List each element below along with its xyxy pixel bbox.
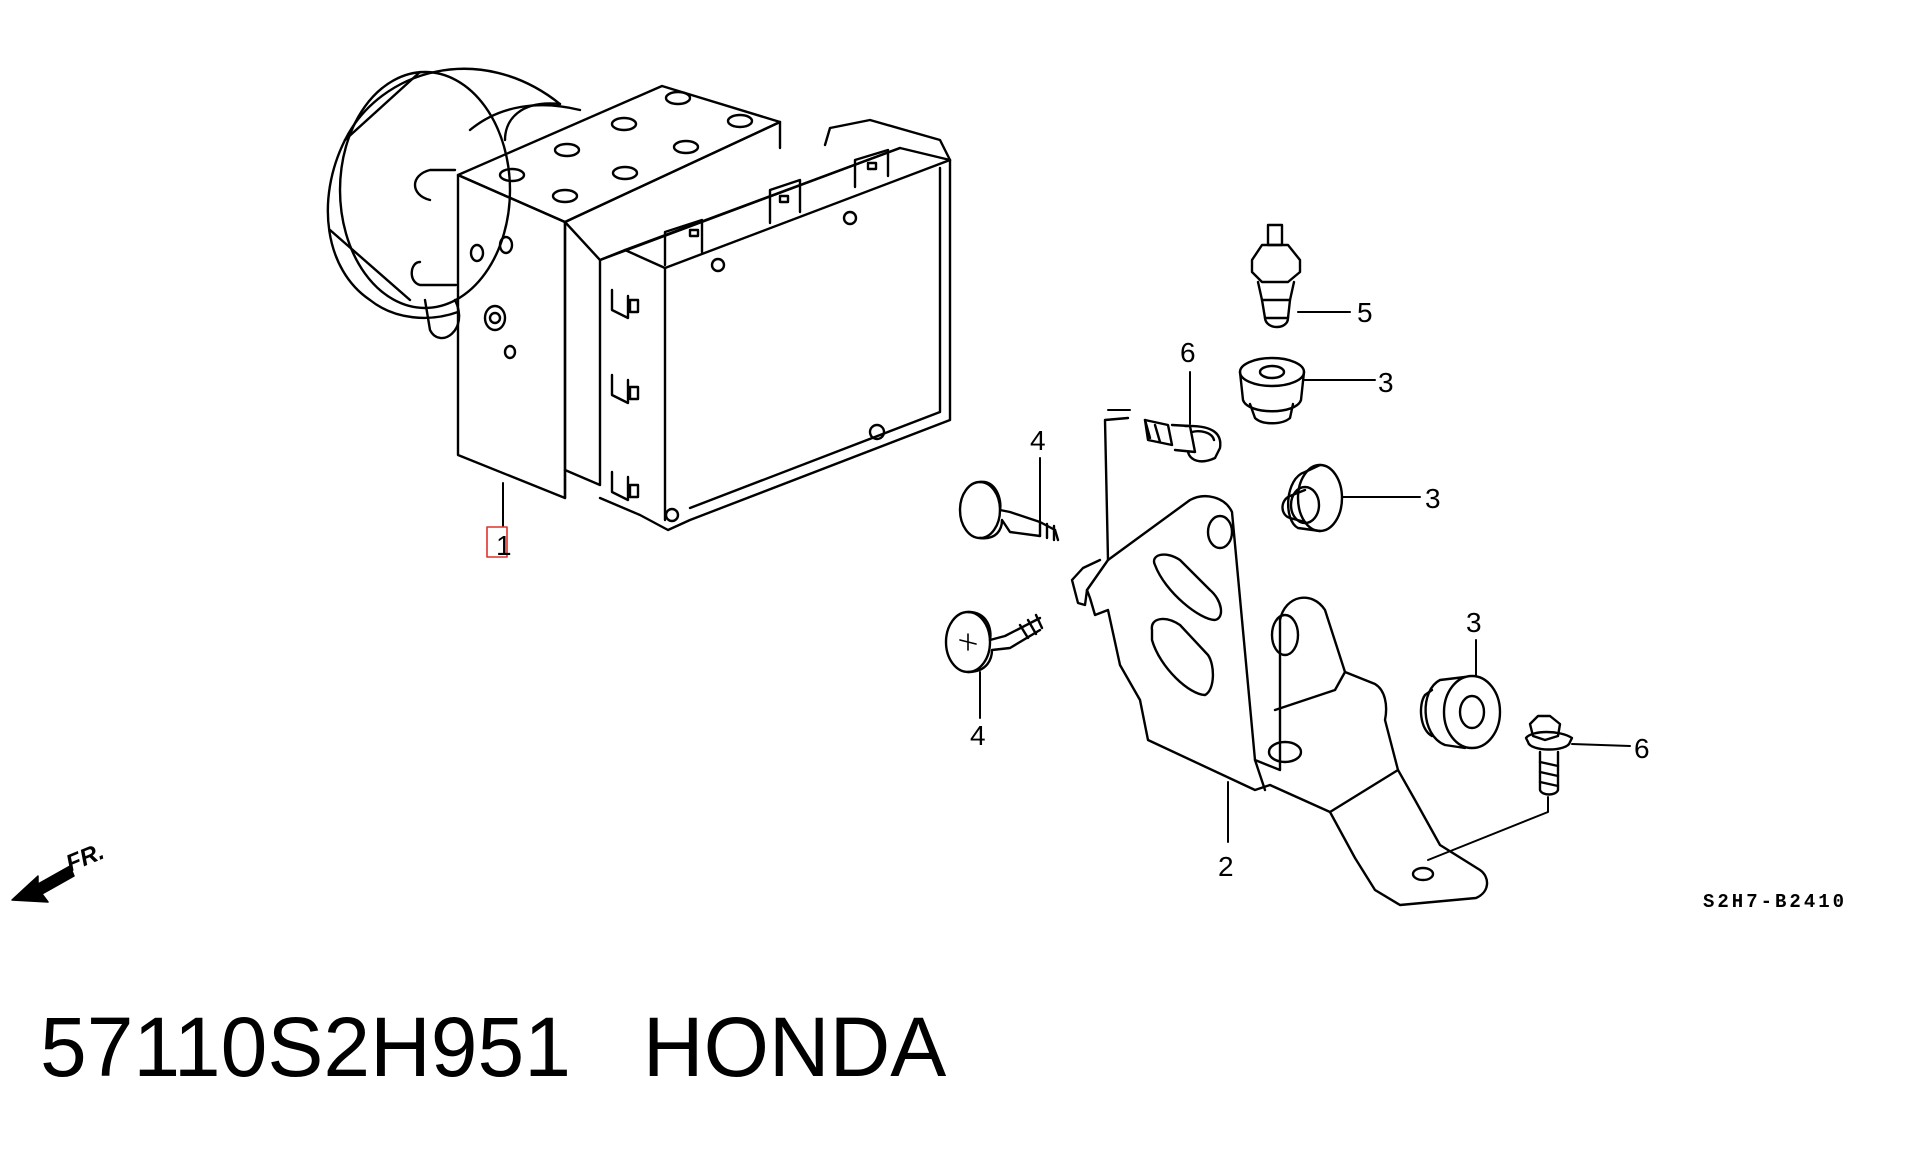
flange-bolt-6-lower bbox=[1524, 714, 1631, 796]
diagram-reference-code: S2H7-B2410 bbox=[1703, 891, 1847, 913]
callout-label-3: 3 bbox=[1378, 367, 1394, 398]
flange-bolt-upper bbox=[958, 457, 1060, 542]
highlighted-callout-box bbox=[486, 526, 508, 558]
abs-modulator-unit bbox=[326, 67, 952, 532]
callout-label-5: 5 bbox=[1357, 297, 1373, 328]
front-direction-label: FR. bbox=[62, 838, 108, 878]
callout-label-6: 6 bbox=[1634, 733, 1650, 764]
callout-label-3: 3 bbox=[1425, 483, 1441, 514]
callout-label-1: 1 bbox=[496, 530, 512, 561]
front-direction-arrow-icon bbox=[11, 865, 75, 903]
callout-label-2: 2 bbox=[1218, 851, 1234, 882]
callout-label-4: 4 bbox=[970, 720, 986, 751]
flange-bolt-6-upper bbox=[1143, 371, 1222, 463]
part-number: 57110S2H951 bbox=[40, 1000, 571, 1094]
callout-label-4: 4 bbox=[1030, 425, 1046, 456]
callout-label-3: 3 bbox=[1466, 607, 1482, 638]
mounting-bracket bbox=[1070, 409, 1549, 907]
flange-bolt-lower bbox=[944, 610, 1044, 719]
pipe-joint-fitting bbox=[1250, 223, 1351, 329]
grommet-lower bbox=[1419, 639, 1502, 750]
grommet-middle bbox=[1281, 463, 1421, 533]
callout-label-6: 6 bbox=[1180, 337, 1196, 368]
grommet-upper bbox=[1238, 356, 1376, 425]
brand-name: HONDA bbox=[642, 1000, 947, 1094]
